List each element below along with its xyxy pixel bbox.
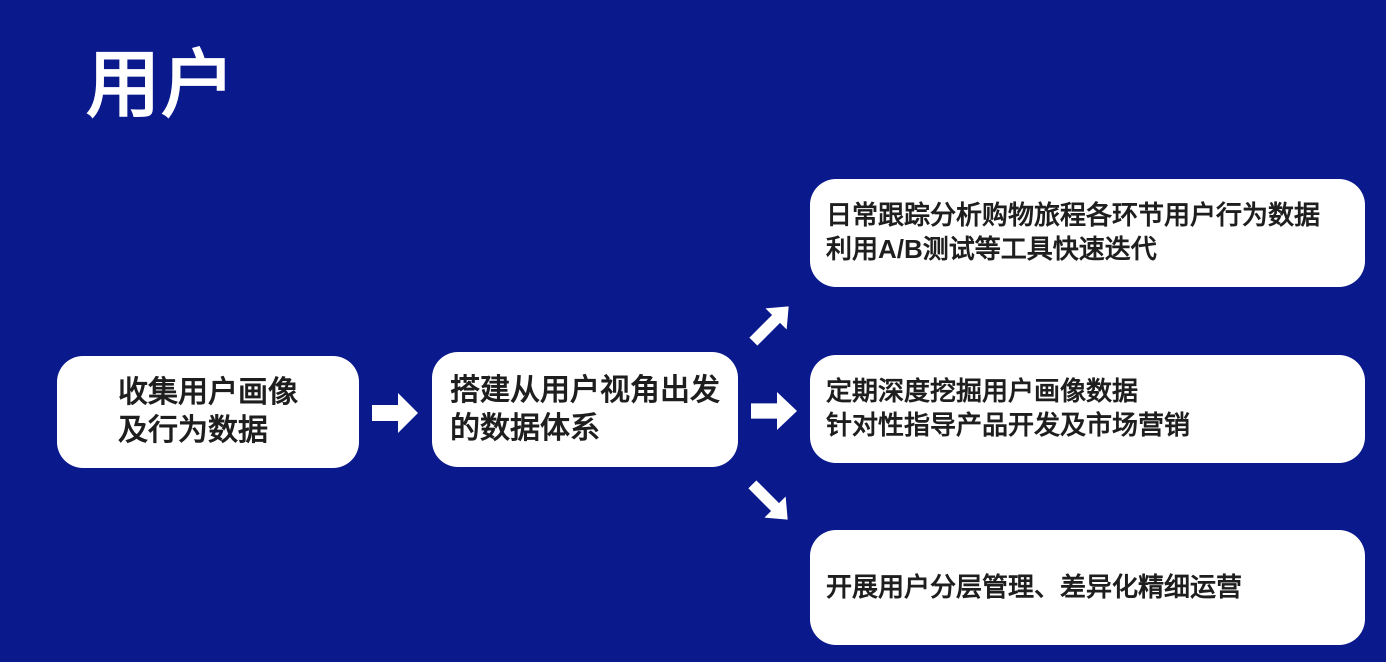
node-text: 收集用户画像 及行为数据 [118,374,298,450]
node-text: 定期深度挖掘用户画像数据 针对性指导产品开发及市场营销 [826,375,1190,443]
node-text-line: 日常跟踪分析购物旅程各环节用户行为数据 [826,200,1321,231]
page-title: 用户 [86,43,236,126]
node-tiered-operations: 开展用户分层管理、差异化精细运营 [810,530,1365,645]
node-text: 搭建从用户视角出发 的数据体系 [450,372,720,448]
node-text: 日常跟踪分析购物旅程各环节用户行为数据 利用A/B测试等工具快速迭代 [826,199,1320,267]
node-text-line: 利用A/B测试等工具快速迭代 [826,234,1157,264]
node-text-line: 搭建从用户视角出发 [450,373,720,407]
node-text-line: 开展用户分层管理、差异化精细运营 [826,571,1243,602]
node-text-line: 及行为数据 [118,414,268,447]
node-daily-tracking: 日常跟踪分析购物旅程各环节用户行为数据 利用A/B测试等工具快速迭代 [810,179,1365,287]
right-arrow-icon [372,393,418,433]
node-text: 开展用户分层管理、差异化精细运营 [826,571,1242,605]
node-periodic-mining: 定期深度挖掘用户画像数据 针对性指导产品开发及市场营销 [810,355,1365,463]
right-arrow-icon [751,392,797,430]
node-text-line: 定期深度挖掘用户画像数据 [826,376,1139,407]
node-text-line: 收集用户画像 [118,376,298,410]
node-text-line: 的数据体系 [450,411,600,445]
node-text-line: 针对性指导产品开发及市场营销 [826,410,1191,440]
node-collect-user-data: 收集用户画像 及行为数据 [57,356,359,468]
node-build-data-system: 搭建从用户视角出发 的数据体系 [432,352,738,467]
up-right-arrow-icon [749,306,789,346]
down-right-arrow-icon [748,480,788,520]
